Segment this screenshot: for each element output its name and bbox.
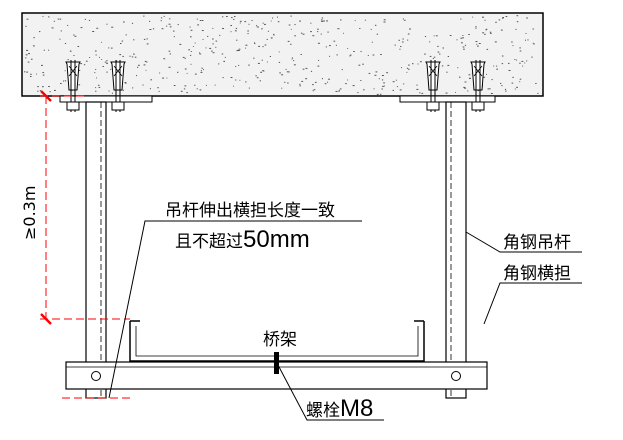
base-plate-right [399,95,496,103]
bolt-label: 螺栓M8 [306,395,373,422]
crossarm-label: 角钢横担 [503,264,571,284]
leader-lines [108,220,582,421]
hanger-rod-right [445,101,467,399]
bolt-label-prefix: 螺栓 [306,401,340,421]
hex-nut-icon [471,101,485,111]
m8-bolt [274,352,279,374]
hex-nut-icon [426,101,440,111]
rod-label: 角钢吊杆 [503,233,571,253]
note-line-1: 吊杆伸出横担长度一致 [165,201,335,221]
concrete-texture [24,15,539,95]
expansion-bolt-icon [110,60,126,112]
tray-label: 桥架 [263,330,297,350]
hex-nut-icon [111,101,125,111]
note-line-2: 且不超过50mm [175,226,310,253]
hex-nut-icon [66,101,80,111]
base-plate-left [59,95,153,103]
note-line-2-value: 50mm [243,226,310,253]
bolt-label-size: M8 [340,395,373,422]
bolt-hole-icon [451,371,461,381]
concrete-slab [21,12,544,97]
hanger-rod-left [85,101,107,399]
note-line-2-prefix: 且不超过 [175,232,243,252]
dimension-lines [40,90,130,399]
bolt-hole-icon [91,371,101,381]
dimension-label: ≥0.3m [20,186,39,240]
